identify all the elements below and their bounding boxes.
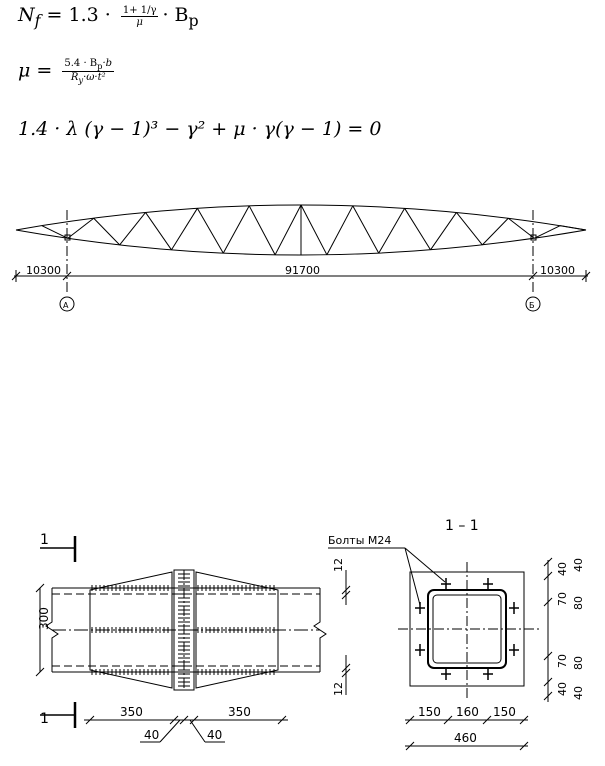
web-diagonal (119, 212, 146, 246)
dim-r-70b: 70 (556, 654, 569, 668)
dim-350-left: 350 (120, 705, 143, 719)
web-diagonal (430, 212, 457, 251)
formula-equation: 1.4 · λ (γ − 1)³ − γ² + μ · γ(γ − 1) = 0 (18, 118, 382, 140)
bolt-mark (415, 644, 425, 656)
dim-r-40c: 40 (556, 682, 569, 696)
dim-r-80b: 80 (572, 656, 585, 670)
web-diagonal (482, 217, 509, 246)
bolt-mark (441, 668, 451, 680)
web-diagonal (274, 204, 302, 256)
web-diagonal (222, 205, 250, 254)
dim-460: 460 (454, 731, 477, 745)
bolt-mark (509, 644, 519, 656)
web-diagonal (171, 208, 198, 251)
dim-12-top-label: 12 (332, 558, 345, 572)
dim-r-80a: 80 (572, 596, 585, 610)
dim-r-40a: 40 (556, 562, 569, 576)
web-diagonal (352, 205, 380, 254)
gusset-left (89, 571, 173, 689)
dim-tick (543, 597, 553, 607)
truss-webs (41, 204, 587, 256)
leader-40-right (189, 719, 206, 743)
dim-40-right: 40 (207, 728, 222, 742)
leader-40-left (159, 719, 181, 743)
section-mark-top-label: 1 (40, 532, 49, 548)
dim-r-40b: 40 (572, 558, 585, 572)
weld-marks (91, 573, 275, 687)
break-left (45, 588, 59, 672)
web-diagonal (456, 212, 483, 246)
bolt-mark (483, 578, 493, 590)
web-diagonal (507, 217, 535, 239)
web-diagonal (248, 205, 276, 256)
bolt-mark (483, 668, 493, 680)
dim-left-label: 10300 (26, 264, 61, 277)
break-right (313, 588, 327, 672)
bolt-mark (509, 602, 519, 614)
web-diagonal (67, 217, 95, 239)
section-title: 1 – 1 (445, 518, 479, 534)
dim-tick (543, 651, 553, 661)
dim-tick (543, 691, 553, 701)
section-mark-bottom-label: 1 (40, 711, 49, 727)
bolt-mark (441, 578, 451, 590)
dim-r-70a: 70 (556, 592, 569, 606)
axis-b-label: Б (529, 301, 535, 310)
joint-details: 1 1 300 12 12 350 350 40 40 1 – 1 Болты … (35, 518, 585, 751)
web-diagonal (41, 225, 69, 239)
axis-marker-a (59, 296, 75, 312)
dim-r-40d: 40 (572, 686, 585, 700)
dim-tick (543, 571, 553, 581)
dim-tick (543, 677, 553, 687)
dim-350-right: 350 (228, 705, 251, 719)
dim-150-left: 150 (418, 705, 441, 719)
axis-a-label: А (63, 301, 69, 310)
truss-drawing: 10300 91700 10300 А Б (11, 204, 591, 312)
web-diagonal (326, 205, 354, 256)
web-diagonal (300, 204, 328, 256)
dim-150-right: 150 (493, 705, 516, 719)
dim-tick (543, 557, 553, 567)
dim-mid-label: 91700 (285, 264, 320, 277)
dim-160: 160 (456, 705, 479, 719)
gusset-right (195, 571, 279, 689)
bolt-marks (415, 578, 519, 680)
dim-right-label: 10300 (540, 264, 575, 277)
web-diagonal (378, 208, 406, 254)
bolts-label: Болты М24 (328, 534, 391, 547)
web-diagonal (533, 225, 561, 239)
web-diagonal (93, 217, 120, 246)
dim-300-label: 300 (37, 607, 51, 630)
dim-40-left: 40 (144, 728, 159, 742)
dim-12-bottom-label: 12 (332, 682, 345, 696)
web-diagonal (560, 225, 587, 231)
web-diagonal (196, 208, 224, 254)
axis-marker-b (525, 296, 541, 312)
web-diagonal (145, 212, 172, 251)
web-diagonal (404, 208, 431, 251)
